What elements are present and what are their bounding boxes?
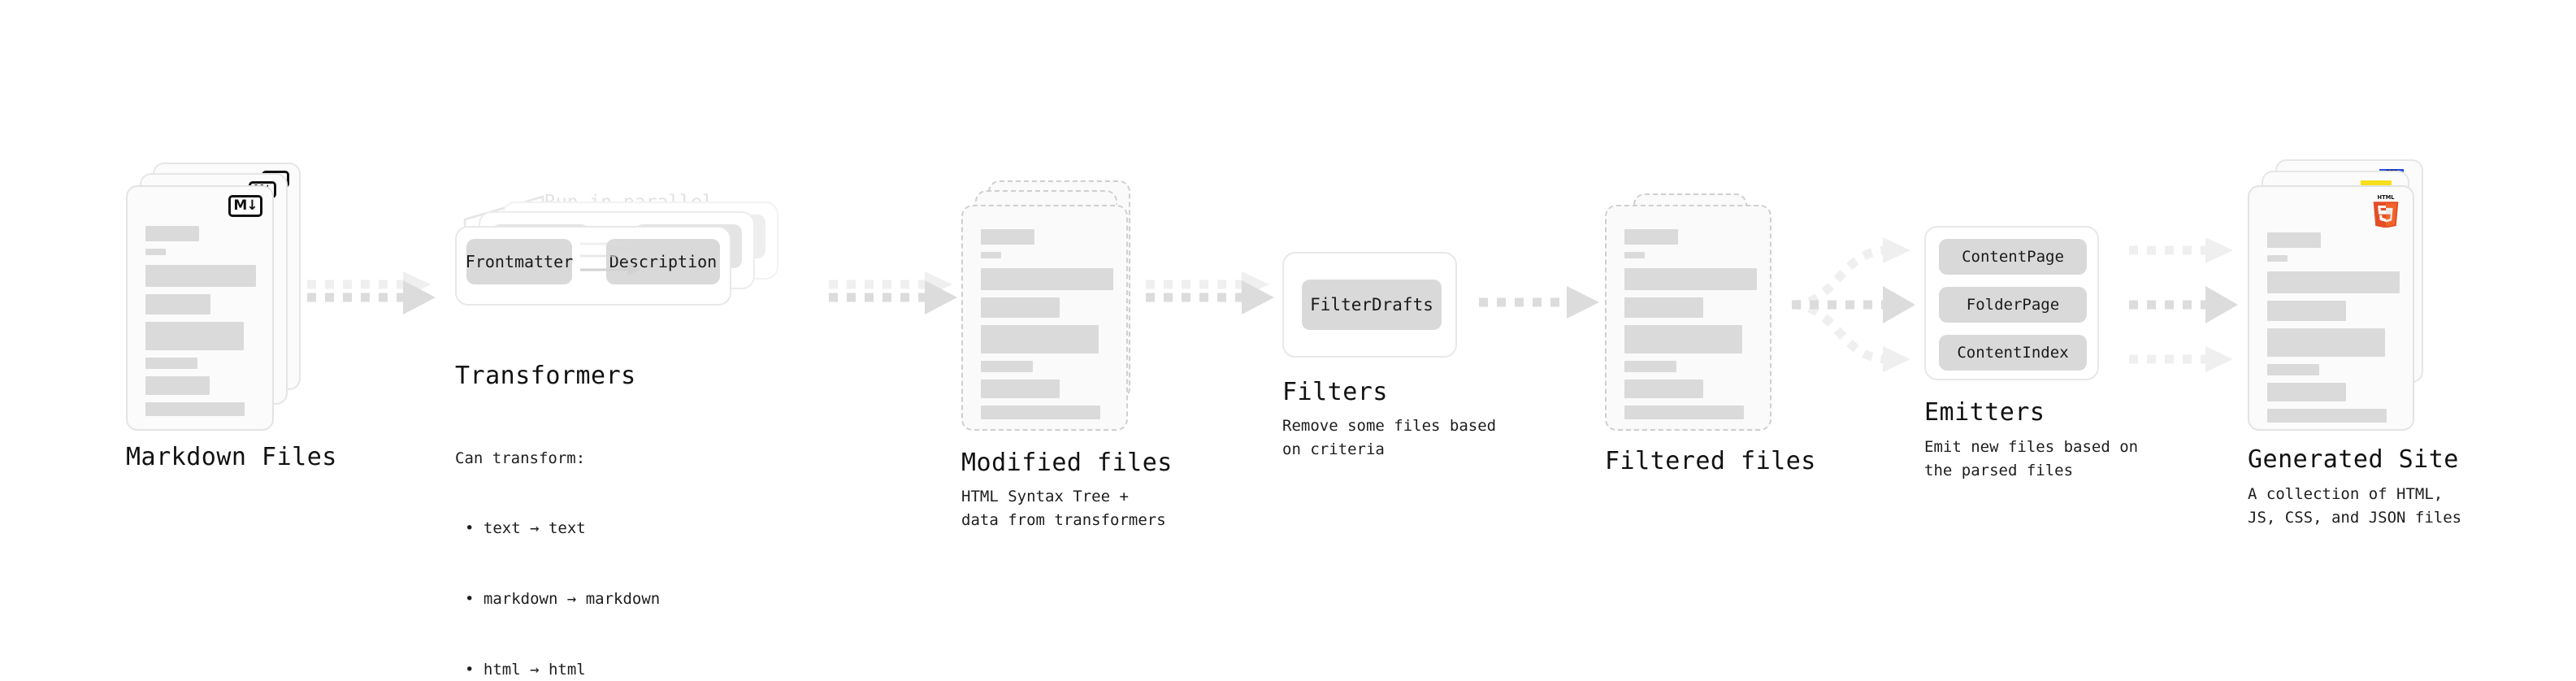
transformer-internal-arrows [580,239,640,275]
connector-emitters-to-site [2129,237,2238,372]
placeholder-bar [145,294,210,314]
placeholder-bar [2267,255,2288,262]
stage-filters: FilterDrafts Filters Remove some files b… [1282,252,1496,458]
stage-title-filters: Filters [1282,378,1388,406]
placeholder-bar [145,402,245,416]
placeholder-bar [1624,229,1678,245]
modified-card-stack [961,180,1136,440]
placeholder-bar [1624,252,1645,258]
filtered-card-stack [1605,193,1780,437]
stage-subtitle-generated-site: A collection of HTML, JS, CSS, and JSON … [2248,485,2462,527]
transformers-bullets: Can transform: • text → text • markdown … [455,400,660,681]
placeholder-bar [1624,297,1703,318]
placeholder-bar [1624,380,1703,398]
connector-transformers-to-modified [829,271,957,314]
placeholder-bar [145,376,210,395]
placeholder-bar [2267,301,2346,321]
site-card-stack: CSS HTML [2248,159,2451,436]
stage-title-filtered-files: Filtered files [1605,447,1816,475]
connector-markdown-to-transformers [307,271,436,314]
placeholder-bar [1624,325,1742,354]
emitter-item-contentpage[interactable]: ContentPage [1939,239,2087,275]
stage-modified-files: Modified files HTML Syntax Tree + data f… [961,180,1172,529]
stage-subtitle-emitters: Emit new files based on the parsed files [1924,438,2139,479]
transformers-stack: Frontmatter Description [455,187,796,306]
transformer-item-frontmatter[interactable]: Frontmatter [466,239,573,284]
stage-title-generated-site: Generated Site [2248,445,2459,474]
placeholder-bar [2267,232,2321,248]
stage-subtitle-modified-files: HTML Syntax Tree + data from transformer… [961,488,1166,529]
placeholder-bar [981,252,1001,258]
filters-group: FilterDrafts [1282,252,1457,358]
placeholder-bar [145,358,197,369]
stage-markdown-files: M↓ M↓ M↓ Markdown F [126,163,336,471]
placeholder-bar [981,229,1034,245]
placeholder-bar [981,268,1113,290]
bullet-html-to-html: • html → html [465,660,586,679]
placeholder-bar [145,265,256,287]
connector-modified-to-filters [1146,271,1274,314]
placeholder-bar [145,322,244,350]
placeholder-bar [2267,328,2385,357]
html5-badge: HTML [2373,194,2399,228]
filtered-card-front [1605,205,1772,431]
stage-emitters: ContentPage FolderPage ContentIndex Emit… [1924,226,2138,479]
markdown-card-front: M↓ [126,185,274,431]
placeholder-bar [981,406,1100,419]
placeholder-bar [1624,361,1676,372]
bullet-markdown-to-markdown: • markdown → markdown [465,590,661,608]
bullet-text-to-text: • text → text [465,519,586,538]
placeholder-bar [981,380,1060,398]
placeholder-bar [1624,268,1757,290]
site-card-html: HTML [2248,185,2414,431]
placeholder-bar [2267,409,2387,423]
bullets-intro: Can transform: [455,449,586,467]
modified-card-front [961,205,1128,431]
emitter-item-folderpage[interactable]: FolderPage [1939,287,2087,323]
stage-generated-site: CSS HTML [2248,159,2461,527]
svg-text:HTML: HTML [2378,194,2396,201]
stage-title-transformers: Transformers [455,362,636,390]
stage-transformers: Run in parallel Frontmatter Description [455,187,796,679]
connector-filtered-to-emitters [1791,237,1915,372]
stage-filtered-files: Filtered files [1605,193,1815,475]
placeholder-bar [2267,271,2400,293]
filter-item-filterdrafts[interactable]: FilterDrafts [1302,280,1442,330]
placeholder-bars [1624,229,1757,427]
placeholder-bar [981,361,1033,372]
placeholder-bar [145,226,199,241]
emitters-group: ContentPage FolderPage ContentIndex [1924,226,2099,380]
emitter-item-contentindex[interactable]: ContentIndex [1939,335,2087,371]
stage-title-markdown-files: Markdown Files [126,443,337,471]
markdown-badge: M↓ [228,195,262,217]
placeholder-bar [981,325,1099,354]
transformer-group-front: Frontmatter Description [455,226,731,306]
placeholder-bar [981,297,1060,318]
connector-filters-to-filtered [1479,286,1599,319]
placeholder-bars [2267,232,2400,430]
placeholder-bar [1624,406,1744,419]
stage-title-emitters: Emitters [1924,398,2045,427]
stage-title-modified-files: Modified files [961,449,1173,477]
placeholder-bar [145,249,166,255]
stage-subtitle-filters: Remove some files based on criteria [1282,417,1497,458]
placeholder-bar [2267,364,2319,375]
placeholder-bar [2267,383,2346,401]
placeholder-bars [981,229,1113,427]
placeholder-bars [145,226,256,423]
markdown-card-stack: M↓ M↓ M↓ [126,163,301,431]
transformer-item-description[interactable]: Description [606,239,720,284]
